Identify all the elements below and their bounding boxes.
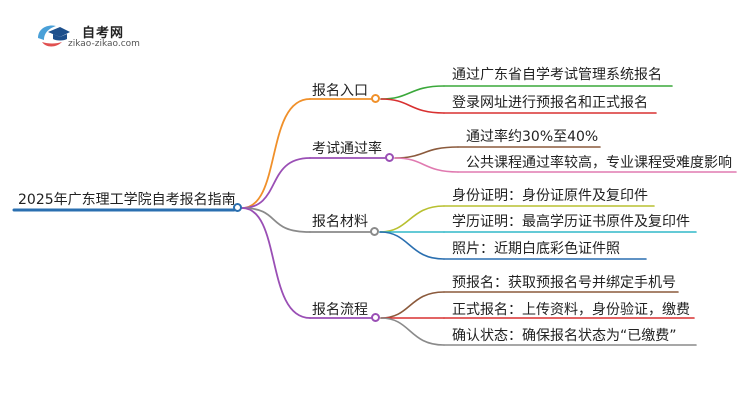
- branch-node-process: [371, 313, 380, 322]
- leaf-label: 身份证明：身份证原件及复印件: [452, 188, 648, 204]
- leaf-connector: [394, 157, 459, 173]
- leaf-connector: [380, 317, 445, 346]
- branch-connector: [241, 207, 311, 233]
- branch-label-pass-rate: 考试通过率: [312, 141, 382, 157]
- branch-label-entry: 报名入口: [312, 83, 368, 99]
- branch-label-process: 报名流程: [312, 302, 368, 318]
- branch-connector: [241, 98, 311, 209]
- logo-name: 自考网: [82, 26, 125, 41]
- site-logo: 自考网 zikao-zikao.com: [32, 20, 152, 52]
- leaf-connector: [380, 291, 445, 319]
- branch-label-materials: 报名材料: [312, 214, 368, 230]
- leaf-connector: [379, 205, 445, 233]
- leaf-connector: [380, 98, 445, 114]
- leaf-label: 公共课程通过率较高，专业课程受难度影响: [466, 155, 732, 171]
- branch-connector: [241, 207, 311, 319]
- branch-node-materials: [370, 227, 379, 236]
- branch-node-pass-rate: [385, 153, 394, 162]
- root-label: 2025年广东理工学院自考报名指南: [18, 192, 236, 208]
- root-node: [233, 203, 242, 212]
- leaf-label: 预报名：获取预报名号并绑定手机号: [452, 275, 676, 291]
- graduation-cap-icon: [38, 25, 70, 47]
- logo-url: zikao-zikao.com: [68, 39, 140, 49]
- leaf-label: 正式报名：上传资料，身份验证，缴费: [452, 302, 690, 318]
- leaf-connector: [380, 85, 445, 100]
- leaf-label: 登录网址进行预报名和正式报名: [452, 95, 648, 111]
- leaf-label: 学历证明：最高学历证书原件及复印件: [452, 214, 690, 230]
- leaf-label: 通过率约30%至40%: [466, 129, 599, 145]
- branch-connector: [241, 157, 311, 209]
- branch-node-entry: [371, 94, 380, 103]
- leaf-label: 通过广东省自学考试管理系统报名: [452, 67, 662, 83]
- leaf-label: 确认状态：确保报名状态为“已缴费”: [452, 328, 677, 344]
- leaf-label: 照片：近期白底彩色证件照: [452, 241, 620, 257]
- leaf-connector: [394, 146, 459, 159]
- leaf-connector: [379, 231, 445, 260]
